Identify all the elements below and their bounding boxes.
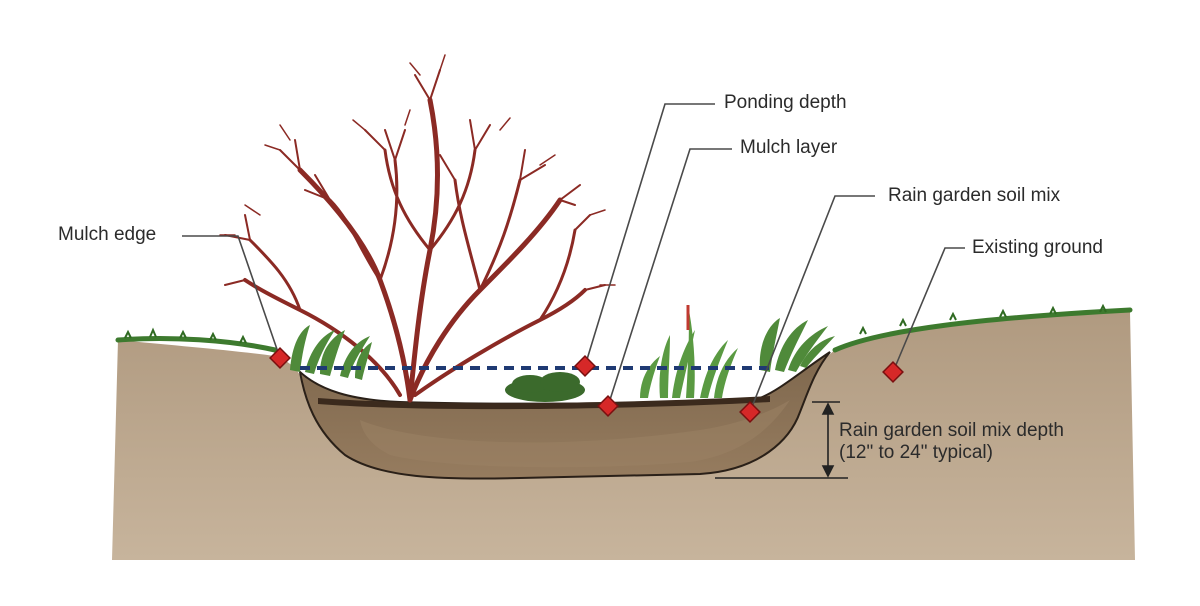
leader-lines	[182, 103, 965, 413]
plant-left-icon	[290, 325, 372, 380]
marker-existing-ground	[882, 361, 904, 383]
grass-right-tufts	[859, 303, 1107, 335]
shrub-icon	[219, 54, 616, 403]
label-ponding-depth: Ponding depth	[724, 92, 847, 113]
marker-mulch-edge	[269, 347, 291, 369]
grass-left-tufts	[124, 327, 247, 344]
label-mulch-layer: Mulch layer	[740, 137, 838, 158]
callout-markers	[269, 347, 904, 423]
leader-mulch-edge	[182, 235, 281, 359]
label-mulch-edge: Mulch edge	[58, 224, 157, 245]
plant-far-right-icon	[759, 318, 835, 372]
label-soil-mix-depth-line2: (12" to 24" typical)	[839, 441, 993, 463]
low-plant-icon	[505, 372, 585, 402]
soil-mix-highlight	[360, 400, 790, 468]
label-soil-mix-depth: Rain garden soil mix depth (12" to 24" t…	[839, 420, 1064, 464]
leader-soil-mix	[749, 195, 875, 413]
label-soil-mix-depth-line1: Rain garden soil mix depth	[839, 420, 1064, 441]
label-existing-ground: Existing ground	[972, 237, 1103, 258]
depth-dimension	[715, 401, 848, 479]
existing-ground-shape	[112, 312, 1135, 560]
label-soil-mix: Rain garden soil mix	[888, 185, 1061, 206]
marker-mulch	[597, 395, 619, 417]
grass-left	[115, 335, 278, 353]
mulch-layer-shape	[318, 396, 770, 410]
leader-ponding	[584, 103, 715, 367]
leader-mulch	[607, 148, 732, 407]
marker-soil-mix	[739, 401, 761, 423]
leader-existing-ground	[892, 247, 965, 373]
grass-right	[832, 307, 1133, 353]
marker-ponding	[574, 355, 596, 377]
